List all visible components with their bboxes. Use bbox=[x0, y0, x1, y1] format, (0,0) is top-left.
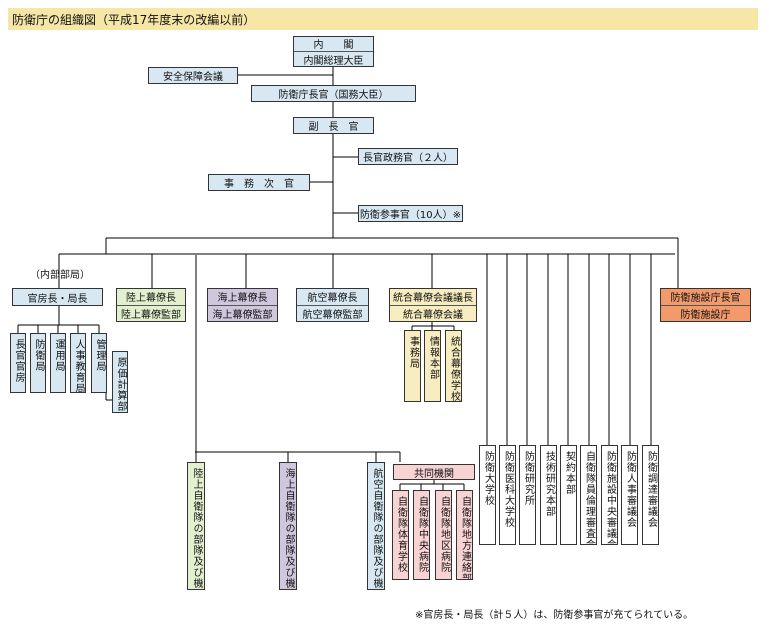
joint-secretariat: 事務局 bbox=[404, 330, 421, 402]
gsdf-staff-label: 陸上幕僚監部 bbox=[121, 309, 181, 321]
asdf-units: 航空自衛隊の部隊及び機関 bbox=[367, 462, 385, 590]
bureau-personnel: 人事教育局 bbox=[70, 333, 86, 393]
gsdf-units: 陸上自衛隊の部隊及び機関 bbox=[187, 462, 205, 590]
bureau-secretariat: 長官官房 bbox=[10, 333, 26, 393]
bureau-defense-policy: 防衛局 bbox=[30, 333, 46, 393]
intelligence-hq: 情報本部 bbox=[424, 330, 441, 402]
joint-org-liaison-office: 自衛隊地方連絡部 bbox=[456, 490, 473, 580]
facilities-head-label: 防衛施設庁長官 bbox=[661, 289, 750, 306]
bureau-finance: 管理局 bbox=[91, 333, 107, 393]
prime-minister-label: 内閣総理大臣 bbox=[303, 56, 364, 67]
cost-accounting-dept: 原価計算部 bbox=[112, 351, 128, 413]
parliamentary-secretary-box: 長官政務官（２人） bbox=[358, 148, 458, 165]
councilor-box: 防衛参事官（10人）※ bbox=[358, 205, 463, 222]
bureau-operations: 運用局 bbox=[50, 333, 66, 393]
administrative-vice-box: 事 務 次 官 bbox=[208, 174, 310, 191]
joint-orgs-title: 共同機関 bbox=[393, 464, 475, 480]
joint-staff-college: 統合幕僚学校 bbox=[445, 330, 462, 402]
asdf-chief-label: 航空幕僚長 bbox=[297, 289, 368, 306]
cabinet-label: 内 閣 bbox=[294, 37, 373, 52]
joint-staff-council-box: 統合幕僚会議議長 統合幕僚会議 bbox=[389, 288, 477, 322]
institution-personnel-council: 防衛人事審議会 bbox=[621, 445, 638, 545]
institution-procurement-council: 防衛調達審議会 bbox=[642, 445, 659, 545]
msdf-staff-box: 海上幕僚長 海上幕僚監部 bbox=[207, 288, 278, 322]
security-council-box: 安全保障会議 bbox=[148, 67, 238, 84]
gsdf-chief-label: 陸上幕僚長 bbox=[117, 289, 185, 306]
msdf-staff-label: 海上幕僚監部 bbox=[212, 309, 273, 321]
vice-minister-box: 副 長 官 bbox=[293, 117, 374, 134]
institution-tech-research-hq: 技術研究本部 bbox=[540, 445, 557, 545]
institution-ethics-board: 自衛隊員倫理審査会 bbox=[580, 445, 597, 545]
cabinet-box: 内 閣 内閣総理大臣 bbox=[293, 36, 374, 67]
joint-council-label: 統合幕僚会議 bbox=[403, 309, 463, 321]
institution-defense-academy: 防衛大学校 bbox=[479, 445, 496, 545]
director-general-box: 防衛庁長官（国務大臣） bbox=[251, 85, 416, 102]
internal-bureaus-label: （内部部局） bbox=[30, 270, 90, 281]
institution-contract-hq: 契約本部 bbox=[560, 445, 577, 545]
footnote: ※官房長・局長（計５人）は、防衛参事官が充てられている。 bbox=[415, 610, 694, 621]
asdf-staff-label: 航空幕僚監部 bbox=[302, 309, 363, 321]
gsdf-staff-box: 陸上幕僚長 陸上幕僚監部 bbox=[116, 288, 186, 322]
institution-research-institute: 防衛研究所 bbox=[519, 445, 536, 545]
title-bar: 防衛庁の組織図（平成17年度末の改編以前） bbox=[8, 8, 758, 30]
joint-chief-label: 統合幕僚会議議長 bbox=[390, 289, 476, 306]
joint-org-central-hospital: 自衛隊中央病院 bbox=[413, 490, 430, 580]
facilities-agency-box: 防衛施設庁長官 防衛施設庁 bbox=[660, 288, 751, 322]
institution-facilities-council: 防衛施設中央審議会 bbox=[601, 445, 618, 545]
page-title: 防衛庁の組織図（平成17年度末の改編以前） bbox=[12, 13, 256, 27]
facilities-agency-label: 防衛施設庁 bbox=[680, 309, 731, 321]
msdf-units: 海上自衛隊の部隊及び機関 bbox=[279, 462, 297, 590]
joint-org-pe-school: 自衛隊体育学校 bbox=[392, 490, 409, 580]
msdf-chief-label: 海上幕僚長 bbox=[208, 289, 277, 306]
institution-medical-college: 防衛医科大学校 bbox=[499, 445, 516, 545]
joint-org-district-hospital: 自衛隊地区病院 bbox=[435, 490, 452, 580]
bureau-head-box: 官房長・局長 bbox=[12, 288, 103, 306]
asdf-staff-box: 航空幕僚長 航空幕僚監部 bbox=[296, 288, 369, 322]
